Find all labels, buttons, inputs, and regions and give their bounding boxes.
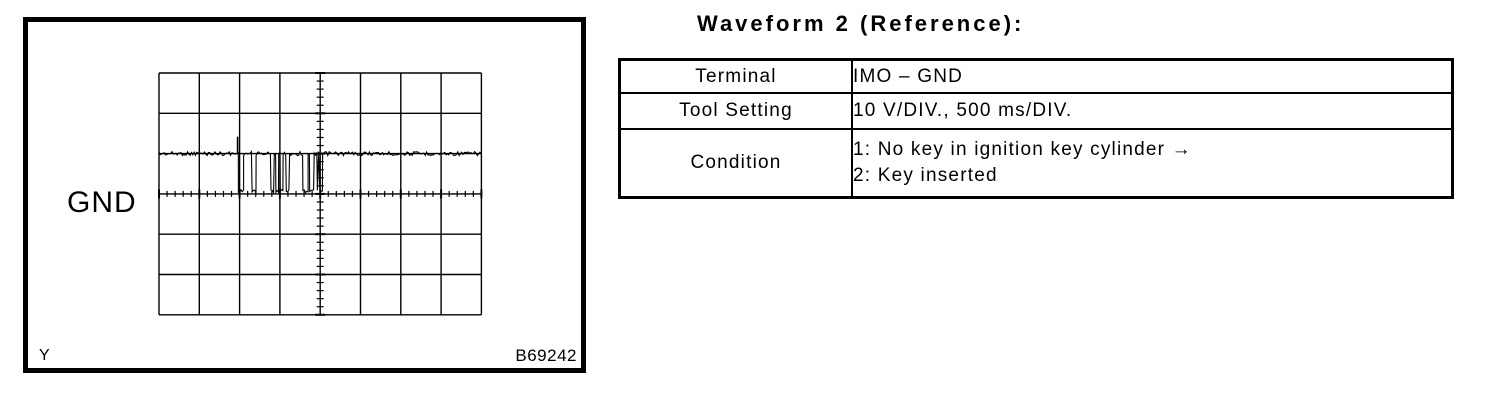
table-row-terminal: Terminal IMO – GND [618,58,1454,94]
tool-setting-label: Tool Setting [618,92,853,130]
scope-screen-grid [158,72,483,316]
table-row-condition: Condition 1: No key in ignition key cyli… [618,128,1454,199]
reference-table: Terminal IMO – GND Tool Setting 10 V/DIV… [618,58,1454,199]
condition-line-2: 2: Key inserted [853,165,998,186]
waveform-title: Waveform 2 (Reference): [697,11,1025,36]
terminal-label: Terminal [618,58,853,94]
gnd-label: GND [67,186,137,219]
table-row-tool-setting: Tool Setting 10 V/DIV., 500 ms/DIV. [618,92,1454,130]
condition-value: 1: No key in ignition key cylinder → 2: … [851,128,1454,199]
oscilloscope-figure: GND Y B69242 [23,17,586,373]
condition-label: Condition [618,128,853,199]
figure-id: B69242 [515,346,577,365]
tool-setting-value: 10 V/DIV., 500 ms/DIV. [851,92,1454,130]
condition-line-1: 1: No key in ignition key cylinder → [853,139,1192,160]
y-corner-label: Y [39,347,50,364]
waveform-trace [158,149,482,195]
terminal-value: IMO – GND [851,58,1454,94]
